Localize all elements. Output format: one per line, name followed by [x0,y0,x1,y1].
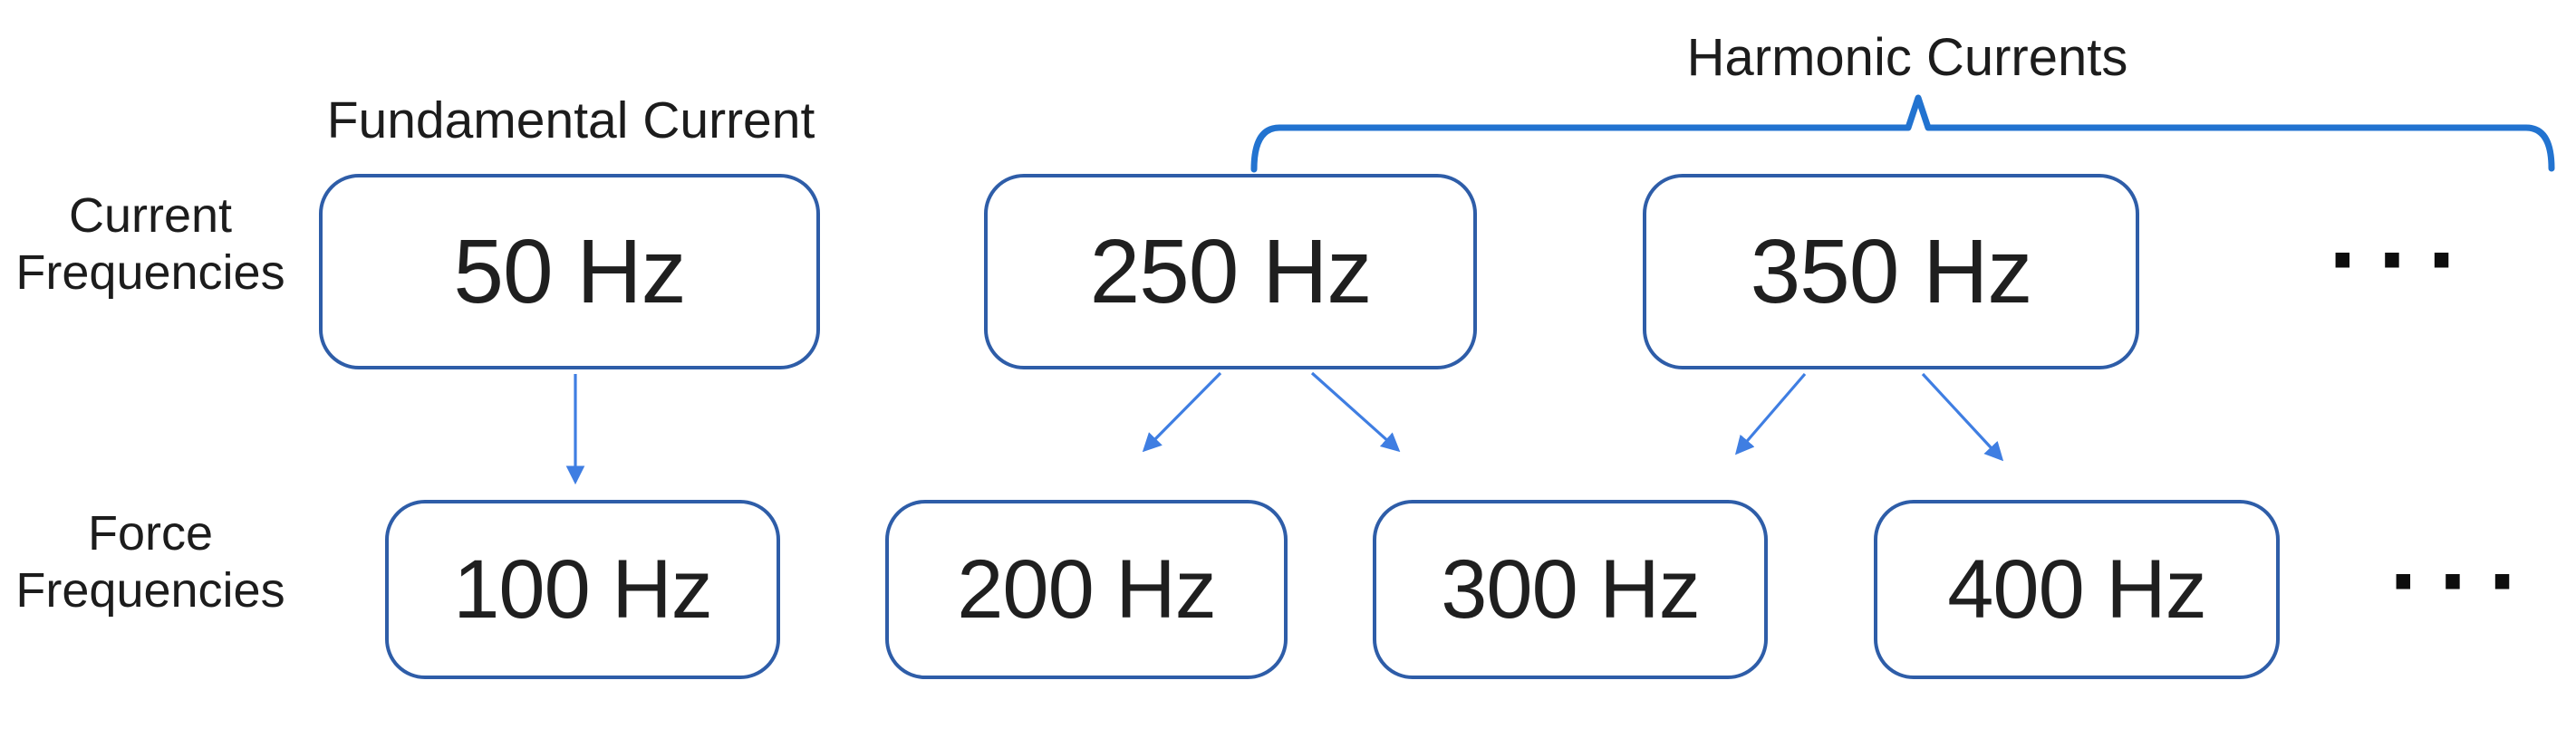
freq-box-400hz: 400 Hz [1874,500,2280,679]
freq-box-300hz: 300 Hz [1373,500,1768,679]
ellipsis-row1: ··· [2329,204,2477,315]
row-label-line: Frequencies [15,563,285,618]
ellipsis-row2: ··· [2389,525,2538,637]
freq-box-100hz: 100 Hz [385,500,780,679]
harmonic-currents-label: Harmonic Currents [1686,28,2128,87]
current-frequencies-row-label: Current Frequencies [9,187,292,302]
freq-box-200hz: 200 Hz [885,500,1288,679]
arrow-250-to-300 [1310,371,1401,453]
freq-box-50hz: 50 Hz [319,174,820,369]
freq-box-350hz: 350 Hz [1643,174,2139,369]
freq-box-250hz: 250 Hz [984,174,1477,369]
arrow-350-to-400 [1921,372,2004,462]
row-label-line: Force [87,506,214,561]
force-frequencies-row-label: Force Frequencies [9,505,292,619]
arrow-250-to-200 [1142,371,1222,453]
arrow-350-to-300 [1734,372,1807,455]
harmonic-brace [1250,94,2555,173]
row-label-line: Current [68,188,233,243]
row-label-line: Frequencies [15,245,285,300]
fundamental-current-label: Fundamental Current [326,91,815,149]
